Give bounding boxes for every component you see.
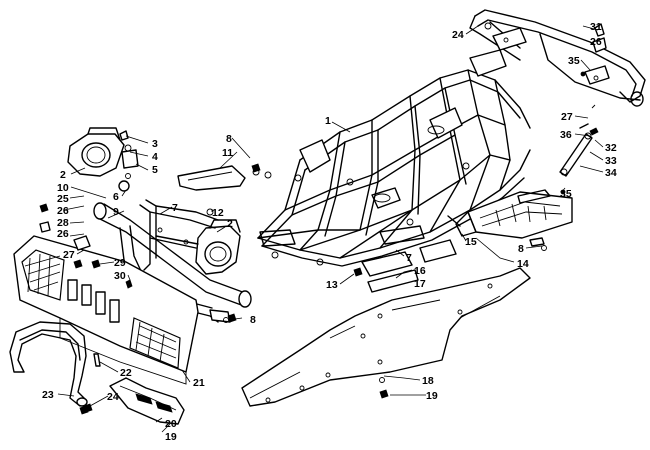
callout-5: 5 xyxy=(152,164,158,176)
callout-33: 33 xyxy=(605,155,617,167)
front-grille xyxy=(13,235,199,385)
front-skid-bracket xyxy=(93,353,185,425)
callout-27-rack: 27 xyxy=(561,111,573,123)
callout-2-headlight-left: 2 xyxy=(60,169,66,181)
callout-24-rack: 24 xyxy=(452,29,464,41)
callout-21: 21 xyxy=(193,377,205,389)
headlight-right xyxy=(195,219,241,275)
callout-35-strut: 35 xyxy=(560,188,572,200)
callout-2-headlight-right: 2 xyxy=(227,218,233,230)
callout-34: 34 xyxy=(605,167,617,179)
callout-30: 30 xyxy=(114,270,126,282)
callout-10: 10 xyxy=(57,182,69,194)
rear-strut xyxy=(559,123,599,177)
callout-labels: 1 2 2 3 4 5 6 7 7 8 8 8 9 10 11 12 13 14… xyxy=(42,21,617,443)
callout-8-bumper: 8 xyxy=(250,314,256,326)
callout-31: 31 xyxy=(590,21,602,33)
tow-bar xyxy=(177,163,261,216)
callout-7-bracket: 7 xyxy=(172,202,178,214)
callout-11: 11 xyxy=(222,147,233,159)
callout-19-skid: 19 xyxy=(426,390,438,402)
headlight-left xyxy=(67,127,139,191)
callout-15: 15 xyxy=(465,236,477,248)
callout-4: 4 xyxy=(152,151,158,163)
callout-3: 3 xyxy=(152,138,158,150)
callout-12: 12 xyxy=(212,207,224,219)
callout-22: 22 xyxy=(120,367,132,379)
footrest xyxy=(447,189,573,251)
callout-14: 14 xyxy=(517,258,529,270)
callout-26-upper: 26 xyxy=(57,205,69,217)
callout-28: 28 xyxy=(57,217,69,229)
skid-plate xyxy=(241,267,531,407)
callout-13: 13 xyxy=(326,279,338,291)
callout-24-hoop: 24 xyxy=(107,391,119,403)
main-frame xyxy=(252,49,531,293)
callout-26-rack: 26 xyxy=(590,36,602,48)
callout-9: 9 xyxy=(113,206,119,218)
callout-17: 17 xyxy=(414,278,426,290)
callout-18: 18 xyxy=(422,375,434,387)
callout-7-frame: 7 xyxy=(406,252,412,264)
callout-20: 20 xyxy=(165,418,177,430)
callout-23: 23 xyxy=(42,389,54,401)
callout-29: 29 xyxy=(114,257,126,269)
fasteners xyxy=(39,71,586,413)
rear-rack xyxy=(469,9,646,109)
callout-19-bracket: 19 xyxy=(165,431,177,443)
callout-16: 16 xyxy=(414,265,426,277)
bumper-bracket xyxy=(139,199,219,271)
callout-35-rack: 35 xyxy=(568,55,580,67)
callout-27-grille: 27 xyxy=(63,249,75,261)
callout-1: 1 xyxy=(325,115,331,127)
callout-25: 25 xyxy=(57,193,69,205)
leader-lines xyxy=(57,25,604,433)
callout-8-top: 8 xyxy=(226,133,232,145)
callout-8-footrest: 8 xyxy=(518,243,524,255)
callout-36: 36 xyxy=(560,129,572,141)
callout-32: 32 xyxy=(605,142,617,154)
callout-6: 6 xyxy=(113,191,119,203)
callout-26-lower: 26 xyxy=(57,228,69,240)
